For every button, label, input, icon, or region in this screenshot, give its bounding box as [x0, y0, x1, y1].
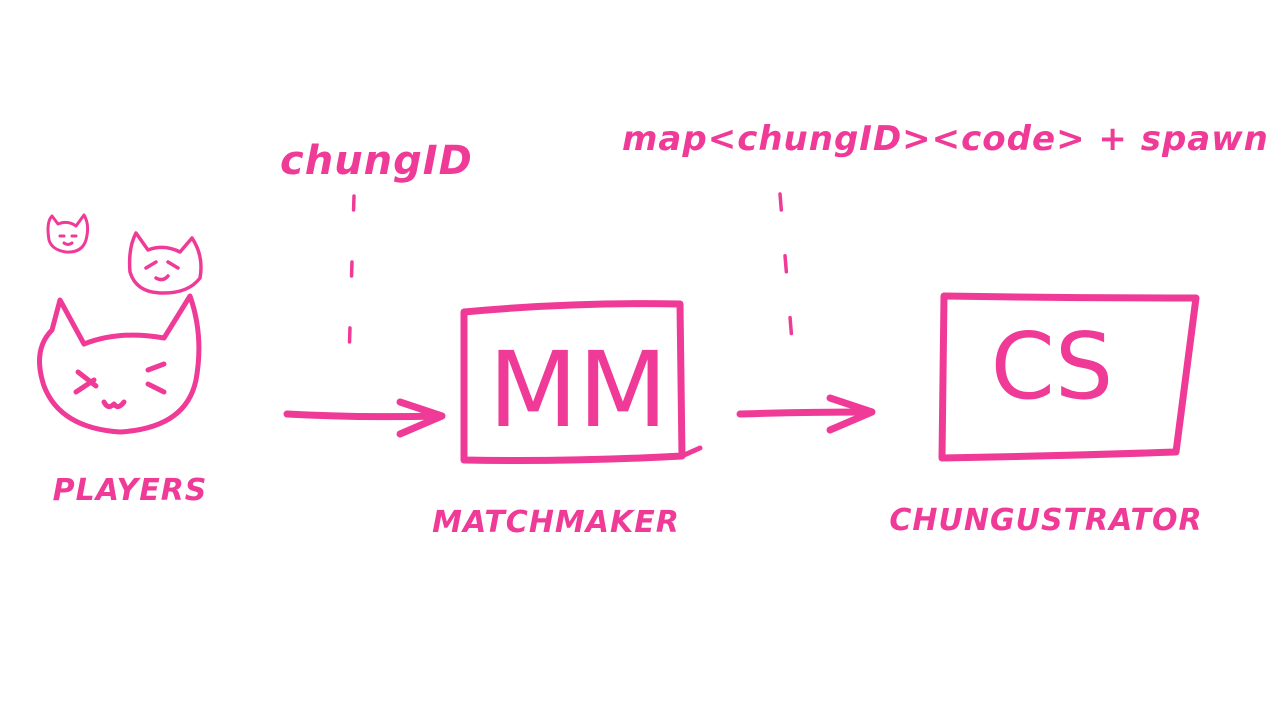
- edge-players-to-matchmaker: chungID: [280, 138, 473, 438]
- arrow-head-icon: [396, 398, 446, 438]
- chungustrator-box-text: CS: [991, 313, 1114, 420]
- arrow-line: [283, 410, 444, 421]
- players-node: PLAYERS: [37, 213, 208, 508]
- matchmaker-box-text: MM: [488, 329, 667, 451]
- edge-annotation-chungid: chungID: [280, 138, 473, 184]
- chungustrator-box: [938, 292, 1200, 462]
- dashed-connector: [778, 192, 796, 368]
- small-cat-icon: [46, 213, 90, 254]
- dashed-connector: [346, 194, 356, 394]
- box-stroke-overshoot: [679, 445, 703, 459]
- medium-cat-icon: [127, 231, 203, 295]
- players-label: PLAYERS: [53, 473, 208, 508]
- edge-matchmaker-to-chungustrator: map<chungID><code> + spawn: [622, 119, 1269, 434]
- matchmaker-node: MM MATCHMAKER: [432, 300, 703, 540]
- chungustrator-label: CHUNGUSTRATOR: [889, 503, 1202, 538]
- arrow-head-icon: [826, 394, 876, 434]
- edge-annotation-map: map<chungID><code> + spawn: [622, 119, 1269, 159]
- large-cat-icon: [37, 293, 202, 435]
- arrow-line: [736, 408, 874, 418]
- chungustrator-node: CS CHUNGUSTRATOR: [889, 292, 1202, 538]
- matchmaker-label: MATCHMAKER: [432, 505, 680, 540]
